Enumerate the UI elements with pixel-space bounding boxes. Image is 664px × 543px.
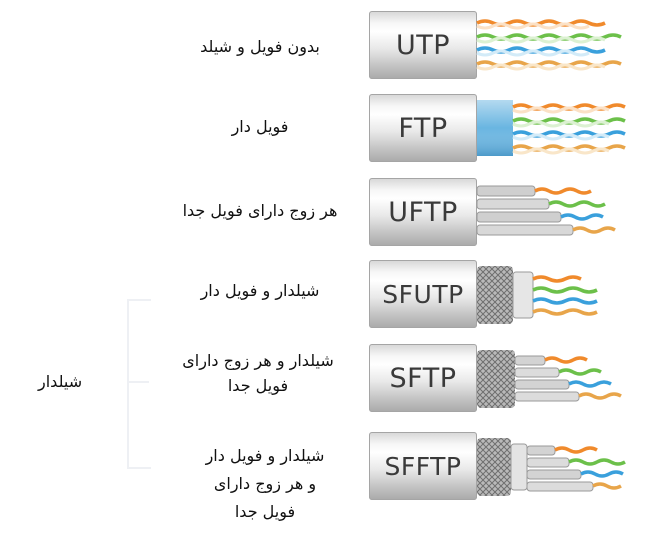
sfftp-cable-jacket: SFFTP	[369, 432, 477, 500]
sfutp-cable-jacket: SFUTP	[369, 260, 477, 328]
utp-twisted-pairs	[476, 19, 622, 71]
cable-row-uftp: هر زوج دارای فویل جدا UFTP	[0, 178, 664, 248]
shielded-group-bracket	[127, 299, 151, 469]
sfutp-braid-and-pairs	[477, 266, 598, 324]
sftp-cable-jacket: SFTP	[369, 344, 477, 412]
cable-row-sftp: شیلدار و هر زوج دارای فویل جدا SFTP	[0, 344, 664, 414]
shielded-group-bracket-middle	[129, 381, 149, 383]
uftp-cable-jacket: UFTP	[369, 178, 477, 246]
sfftp-description: شیلدار و فویل دار و هر زوج دارای فویل جد…	[205, 446, 325, 521]
sftp-label: SFTP	[389, 362, 457, 394]
uftp-label: UFTP	[388, 196, 458, 228]
sftp-braid-and-foiled-pairs	[477, 350, 622, 408]
sfftp-label: SFFTP	[384, 451, 462, 481]
utp-label: UTP	[395, 29, 451, 61]
utp-cable-jacket: UTP	[369, 11, 477, 79]
uftp-description: هر زوج دارای فویل جدا	[182, 201, 338, 220]
sfutp-description: شیلدار و فویل دار	[200, 281, 320, 300]
cable-row-sfutp: شیلدار و فویل دار SFUTP	[0, 260, 664, 330]
sftp-description: شیلدار و هر زوج دارای فویل جدا	[182, 351, 334, 395]
ftp-foil-and-pairs	[477, 100, 626, 156]
cable-row-sfftp: شیلدار و فویل دار و هر زوج دارای فویل جد…	[0, 432, 664, 521]
uftp-foiled-pairs	[476, 185, 616, 236]
sfutp-label: SFUTP	[382, 279, 464, 309]
shielded-group-label: شیلدار	[38, 372, 83, 391]
ftp-label: FTP	[398, 112, 448, 144]
utp-description: بدون فویل و شیلد	[200, 37, 320, 56]
cable-row-ftp: فویل دار FTP	[0, 94, 664, 164]
ftp-description: فویل دار	[231, 117, 289, 136]
sfftp-braid-foil-and-pairs	[477, 438, 626, 496]
cable-row-utp: بدون فویل و شیلد UTP	[0, 10, 664, 80]
ftp-cable-jacket: FTP	[369, 94, 477, 162]
